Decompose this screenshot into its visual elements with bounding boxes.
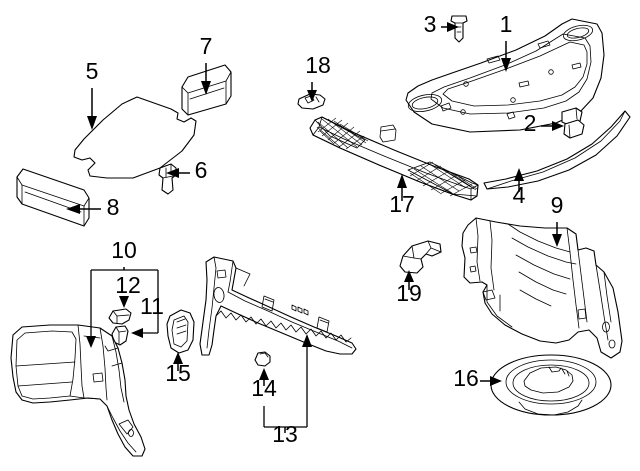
callout-16: 16 (453, 365, 479, 391)
part-right-quarter-trim-panel (461, 217, 623, 359)
part-trim-clip-11 (111, 325, 129, 346)
part-back-panel-trim (199, 256, 357, 356)
part-push-pin (450, 15, 468, 43)
leader-6 (166, 168, 190, 178)
part-side-trim-cover (166, 309, 195, 354)
callout-2: 2 (524, 110, 537, 136)
callout-11: 11 (140, 293, 164, 319)
leader-5 (87, 88, 97, 130)
leader-19 (404, 270, 414, 290)
part-hook-bracket (399, 240, 442, 274)
leader-18 (307, 82, 317, 102)
callout-13: 13 (272, 421, 298, 447)
leader-10 (86, 267, 159, 348)
part-left-quarter-trim-panel (10, 324, 146, 457)
callout-6: 6 (195, 157, 208, 183)
leader-3 (441, 22, 459, 32)
part-window-garnish-strip (483, 110, 631, 190)
leader-13 (263, 334, 312, 433)
leader-17 (397, 174, 407, 201)
callout-10: 10 (111, 237, 137, 263)
part-trim-clip-6 (158, 163, 177, 195)
callout-1: 1 (500, 11, 513, 37)
part-trim-clip-14 (254, 351, 271, 367)
callout-5: 5 (86, 58, 99, 84)
mesh-left (316, 117, 369, 150)
callout-9: 9 (551, 192, 564, 218)
callout-18: 18 (305, 52, 331, 78)
part-trim-clip-12 (108, 308, 132, 325)
callout-19: 19 (396, 280, 422, 306)
part-lower-trim-board (16, 168, 90, 227)
callout-7: 7 (200, 33, 213, 59)
leader-14 (259, 368, 269, 386)
callout-4: 4 (513, 182, 526, 208)
callout-8: 8 (107, 194, 120, 220)
part-speaker-grille-panel (309, 116, 479, 201)
part-cargo-floor-mat (73, 96, 197, 179)
leader-15 (173, 352, 183, 371)
leader-12 (119, 296, 129, 308)
callout-12: 12 (115, 272, 141, 298)
leader-16 (480, 376, 502, 386)
leader-11 (131, 305, 159, 338)
leader-2 (541, 121, 564, 131)
leader-4 (514, 168, 524, 192)
leader-9 (552, 222, 562, 247)
leader-8 (66, 204, 101, 214)
leader-7 (201, 63, 211, 95)
callout-14: 14 (251, 375, 277, 401)
part-parcel-shelf (405, 18, 605, 133)
leader-1 (501, 41, 511, 72)
callout-15: 15 (165, 360, 191, 386)
callout-17: 17 (389, 191, 415, 217)
part-retainer-clip (561, 107, 585, 139)
callout-3: 3 (424, 11, 437, 37)
part-spare-tire-cover-ring (490, 354, 612, 416)
